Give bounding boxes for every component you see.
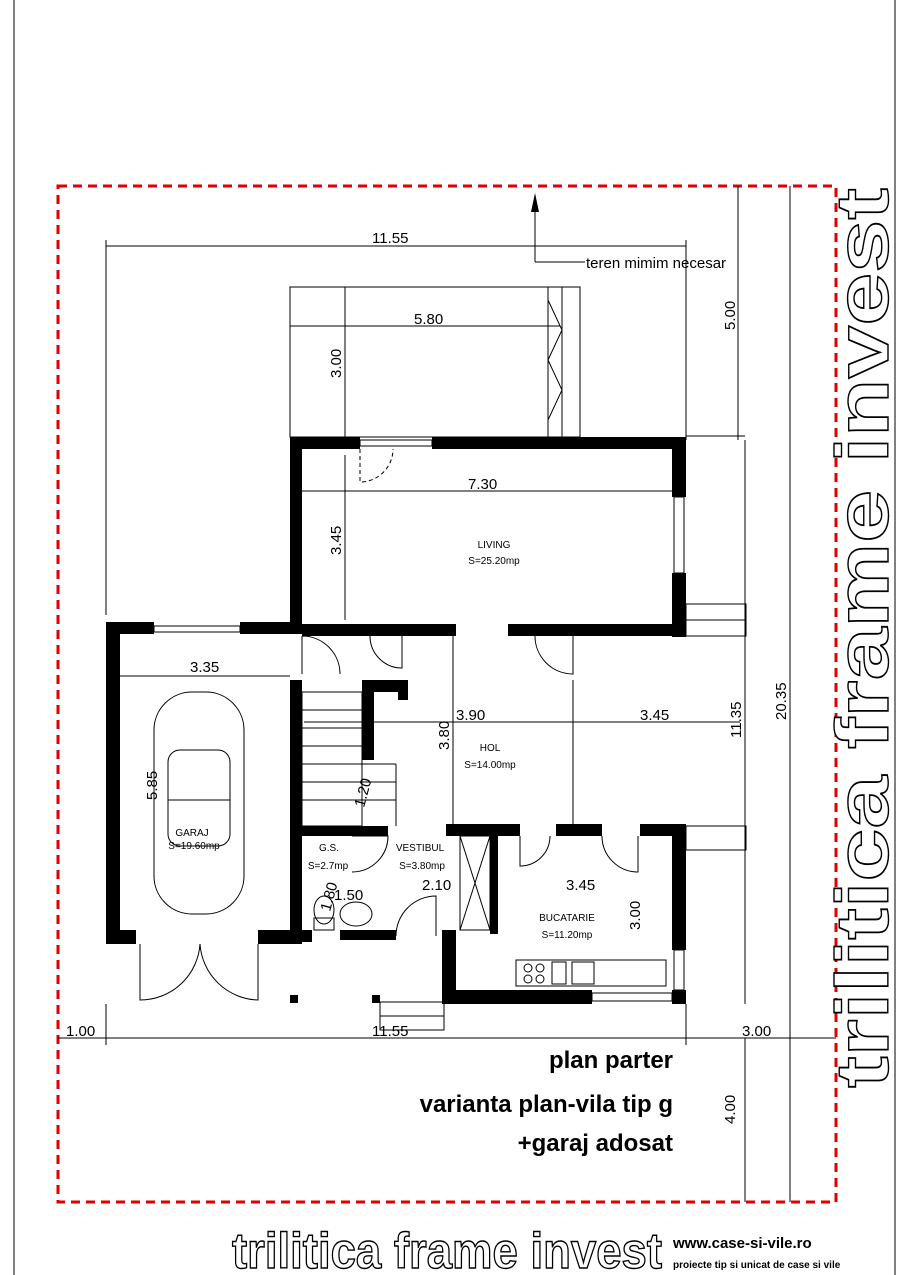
brand-bottom: trilitica frame invest	[232, 1223, 662, 1275]
dim-kitchen-width: 3.45	[566, 877, 595, 894]
car-icon	[153, 691, 245, 915]
dim-house-depth: 11.35	[728, 702, 745, 738]
title-line-2: varianta plan-vila tip g	[420, 1091, 673, 1118]
dim-margin-right: 3.00	[742, 1023, 771, 1040]
dim-lot-depth: 20.35	[773, 682, 790, 720]
room-garaj-area: S=19.60mp	[168, 841, 220, 852]
room-garaj-name: GARAJ	[175, 828, 208, 839]
room-vestibul-name: VESTIBUL	[396, 843, 445, 854]
dim-wc-width: 1.50	[334, 887, 363, 904]
dimension-lines	[58, 186, 836, 1202]
dim-stair-width: 1.20	[351, 776, 375, 809]
dim-hall-width-left: 3.90	[456, 707, 485, 724]
dim-total-width-top: 11.55	[372, 230, 408, 247]
dim-wc-depth: 1.80	[317, 880, 341, 913]
exterior-steps	[379, 603, 747, 1031]
dim-vestibule-width: 2.10	[422, 877, 451, 894]
room-living-area: S=25.20mp	[468, 556, 520, 567]
dim-setback-top: 5.00	[722, 301, 739, 330]
dim-garage-depth: 5.85	[144, 771, 161, 800]
title-line-3: +garaj adosat	[518, 1130, 673, 1157]
dim-total-width-bottom: 11.55	[372, 1023, 408, 1040]
brand-website: www.case-si-vile.ro	[672, 1235, 812, 1252]
kitchen-counter	[515, 959, 667, 987]
dim-terrace-width: 5.80	[414, 311, 443, 328]
room-vestibul-area: S=3.80mp	[399, 861, 445, 872]
dim-kitchen-depth: 3.00	[627, 901, 644, 930]
brand-tagline: proiecte tip si unicat de case si vile	[673, 1260, 841, 1271]
site-note: teren mimim necesar	[586, 255, 726, 272]
brand-vertical: trilitica frame invest	[821, 188, 900, 1088]
title-line-1: plan parter	[549, 1047, 673, 1074]
walls	[106, 437, 686, 1004]
dim-living-width: 7.30	[468, 476, 497, 493]
stairs	[301, 691, 397, 827]
dim-margin-left: 1.00	[66, 1023, 95, 1040]
room-living-name: LIVING	[478, 540, 511, 551]
dim-setback-bottom: 4.00	[722, 1095, 739, 1124]
room-hol-area: S=14.00mp	[464, 760, 516, 771]
windows	[153, 439, 685, 1002]
dim-hall-width-right: 3.45	[640, 707, 669, 724]
doors	[139, 448, 639, 1001]
site-note-leader	[531, 193, 585, 263]
dim-hall-depth: 3.80	[436, 721, 453, 750]
wc-fixtures	[313, 895, 373, 931]
room-gs-area: S=2.7mp	[308, 861, 349, 872]
dim-garage-width: 3.35	[190, 659, 219, 676]
room-bucatarie-name: BUCATARIE	[539, 913, 595, 924]
room-bucatarie-area: S=11.20mp	[542, 930, 593, 941]
lot-boundary	[56, 184, 838, 1204]
dim-living-depth: 3.45	[328, 526, 345, 555]
dim-terrace-depth: 3.00	[328, 349, 345, 378]
room-hol-name: HOL	[480, 743, 501, 754]
room-gs-name: G.S.	[319, 843, 339, 854]
